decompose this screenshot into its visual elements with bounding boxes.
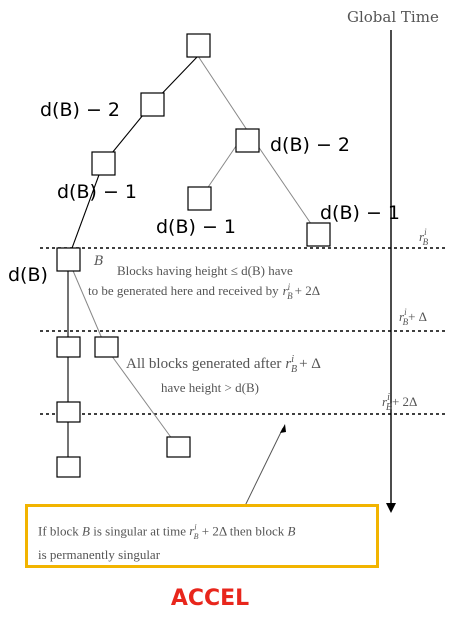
block-child-3 [56, 401, 81, 423]
label-d-minus-2-right: d(B) − 2 [270, 134, 350, 156]
edge-B-c2 [67, 258, 107, 349]
label-d-minus-1-left: d(B) − 1 [57, 181, 137, 203]
callout-pointer [241, 427, 284, 513]
label-d-B: d(B) [8, 264, 48, 286]
global-time-arrowhead [386, 503, 396, 513]
block-root [186, 33, 211, 58]
edge-l2-B [67, 163, 104, 260]
block-right-1 [235, 128, 260, 153]
note-after-line2: have height > d(B) [161, 380, 259, 395]
callout-rB: riB [189, 523, 199, 541]
block-child-1 [56, 336, 81, 358]
callout-line1-d: + 2Δ then block [201, 523, 285, 539]
block-child-4 [56, 456, 81, 478]
accel-footer-label: ACCEL [170, 586, 250, 611]
label-d-minus-1-mid: d(B) − 1 [156, 216, 236, 238]
block-B [56, 247, 81, 272]
singular-callout-box: If block B is singular at time riB + 2Δ … [25, 504, 379, 568]
callout-pointer-head [280, 424, 286, 433]
callout-line1-c: is singular at time [93, 523, 187, 539]
callout-block-ref-1: B [82, 523, 90, 539]
note-height-le-line1: Blocks having height ≤ d(B) have [117, 263, 293, 278]
edge-root-right [197, 55, 248, 131]
block-left-1 [140, 92, 165, 117]
block-right-2b [306, 222, 331, 247]
block-child-2 [94, 336, 119, 358]
edge-c2-c5 [105, 347, 179, 448]
block-left-2 [91, 151, 116, 176]
block-child-5 [166, 436, 191, 458]
label-d-minus-1-right: d(B) − 1 [320, 202, 400, 224]
callout-line2: is permanently singular [38, 546, 161, 562]
block-right-2a [187, 186, 212, 211]
callout-line1-a: If block [38, 523, 79, 539]
callout-block-ref-2: B [287, 523, 296, 539]
singular-callout-text: If block B is singular at time riB + 2Δ … [38, 519, 368, 564]
label-d-minus-2-left: d(B) − 2 [40, 99, 120, 121]
label-block-B: B [93, 254, 104, 269]
global-time-label: Global Time [347, 8, 439, 26]
